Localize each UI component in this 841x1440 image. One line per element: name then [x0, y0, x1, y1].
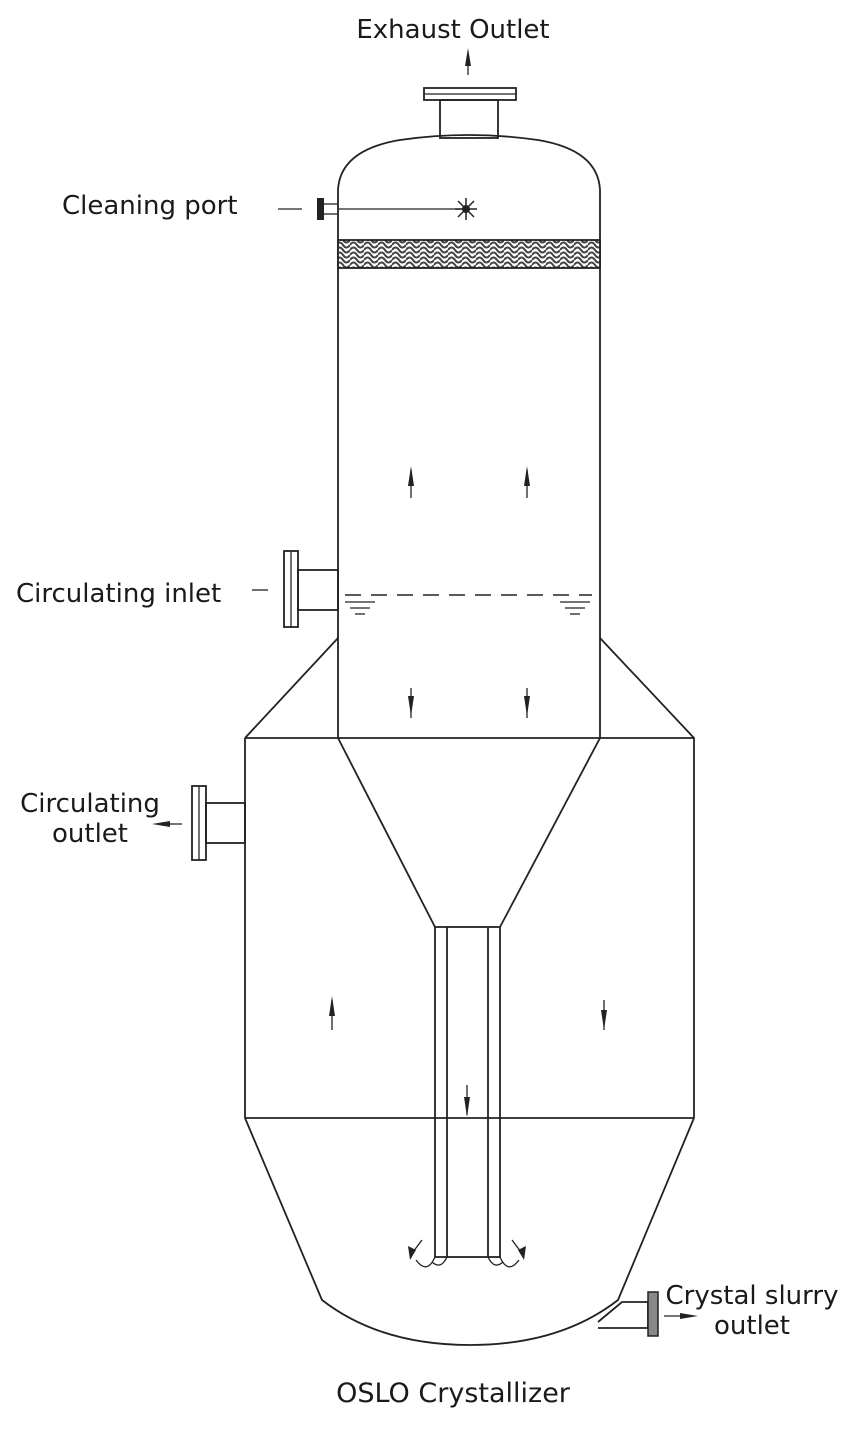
- circulating-outlet-label-line2: outlet: [52, 819, 128, 849]
- crystal-slurry-label-line2: outlet: [714, 1311, 790, 1341]
- liquid-level-line: [345, 594, 592, 615]
- flow-arrows-lower: [329, 996, 607, 1260]
- central-downcomer: [415, 926, 520, 1268]
- circulating-outlet-arrow-icon: [152, 821, 182, 827]
- upper-vessel-shell: [337, 134, 601, 738]
- lower-vessel-shell: [244, 737, 695, 1118]
- circulating-inlet-nozzle: [283, 550, 339, 628]
- crystal-slurry-arrow-icon: [664, 1313, 698, 1319]
- flow-arrows-upper: [408, 466, 530, 718]
- crystal-slurry-outlet-nozzle: [597, 1291, 659, 1337]
- circulating-outlet-nozzle: [191, 785, 246, 861]
- exhaust-arrowhead-icon: [465, 48, 471, 66]
- spray-nozzle-icon: [455, 198, 477, 220]
- bottom-cone: [244, 1117, 695, 1346]
- cleaning-port-label: Cleaning port: [62, 191, 238, 221]
- crystal-slurry-label-line1: Crystal slurry: [666, 1281, 839, 1311]
- diagram-caption: OSLO Crystallizer: [336, 1378, 571, 1409]
- demister-mesh: [337, 239, 601, 269]
- exhaust-outlet-nozzle: [423, 87, 517, 139]
- exhaust-outlet-label: Exhaust Outlet: [356, 15, 549, 45]
- internal-cone: [337, 737, 601, 928]
- circulating-inlet-label: Circulating inlet: [16, 579, 221, 609]
- cleaning-port-nozzle: [317, 198, 466, 220]
- circulating-outlet-label-line1: Circulating: [20, 789, 160, 819]
